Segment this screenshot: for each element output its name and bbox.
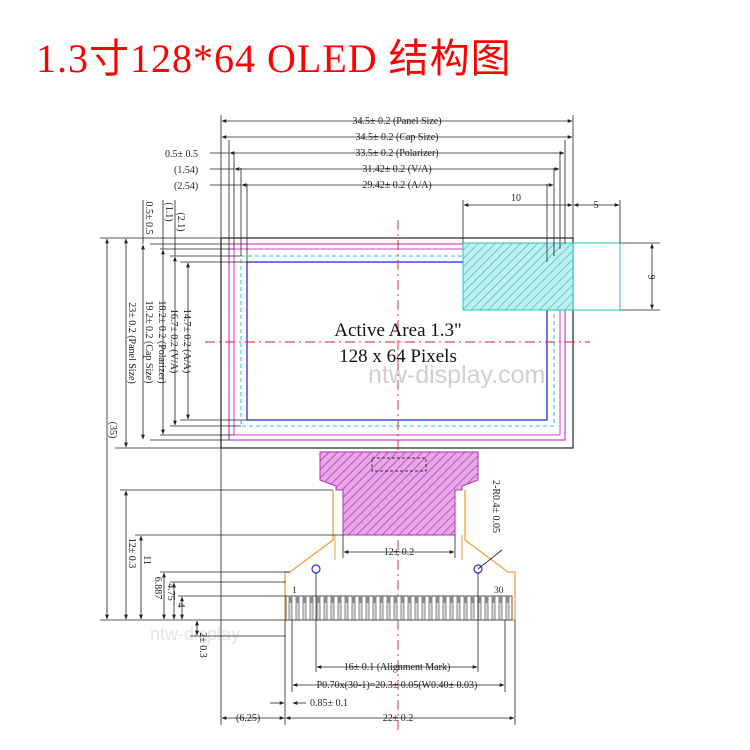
dim-alignment-mark: 16± 0.1 (Alignment Mark) [344,662,451,673]
dim-panel-height: 23± 0.2 (Panel Size) [126,302,137,384]
alignment-mark-left [311,564,321,574]
pin-30-label: 30 [494,586,504,596]
dim-va-height: 16.7± 0.2 (V/A) [168,309,179,373]
ic-chip [319,451,479,536]
dim-fpc-12: 12± 0.3 [126,538,137,569]
ic-mark [371,457,427,472]
dim-fpc-2: 2± 0.3 [197,632,208,658]
pin-1-label: 1 [292,586,297,596]
dim-cap-width: 34.5± 0.2 (Cap Size) [356,132,439,143]
va-outline [240,255,555,427]
dim-width-10: 10 [511,193,521,204]
dim-left-154: (1.54) [174,165,198,176]
dim-fpc-total: 22± 0.2 [383,713,414,724]
dim-polarizer-height: 18.2± 0.2 (Polarizer) [156,300,167,383]
dim-085: 0.85± 0.1 [310,698,348,709]
dim-aa-width: 29.42± 0.2 (A/A) [362,180,431,191]
pixel-count-label: 128 x 64 Pixels [339,346,457,367]
dim-height-9: 9 [645,275,656,280]
dim-fpc-width: 12± 0.2 [384,547,415,558]
active-area-label: Active Area 1.3" [334,320,462,341]
dim-polarizer-width: 33.5± 0.2 (Polarizer) [355,148,438,159]
corner-hatch [462,242,574,311]
aa-outline [246,261,548,421]
dim-625: (6.25) [236,713,260,724]
watermark-ghost: ntw-display [150,624,240,644]
dim-width-5: 5 [594,200,599,211]
dim-radius: 2-R0.4± 0.05 [490,480,501,533]
dim-fpc-475: 4.75 [165,583,176,601]
connector-pins [285,595,513,621]
dim-left-05: 0.5± 0.5 [165,149,198,160]
dim-top-21: (2.1) [175,212,186,231]
dim-fpc-11: 11 [141,555,152,565]
dim-pin-pitch: P0.70x(30-1)=20.3± 0.05(W0.40± 0.03) [317,680,478,691]
dim-aa-height: 14.7± 0.2 (A/A) [181,309,192,373]
dim-fpc-4: 4 [175,603,186,608]
corner-detail-box [572,242,621,311]
dim-top-05: 0.5± 0.5 [143,202,154,235]
panel-outline [220,237,574,449]
page-title: 1.3寸128*64 OLED 结构图 [36,36,512,81]
dim-left-254: (2.54) [174,181,198,192]
dim-top-11: (1.1) [163,202,174,221]
dim-panel-width: 34.5± 0.2 (Panel Size) [352,116,441,127]
dim-fpc-6887: 6.887 [152,577,163,600]
dim-cap-height: 19.2± 0.2 (Cap Size) [143,301,154,384]
dim-total-height: (35) [107,422,118,439]
dim-va-width: 31.42± 0.2 (V/A) [362,164,431,175]
